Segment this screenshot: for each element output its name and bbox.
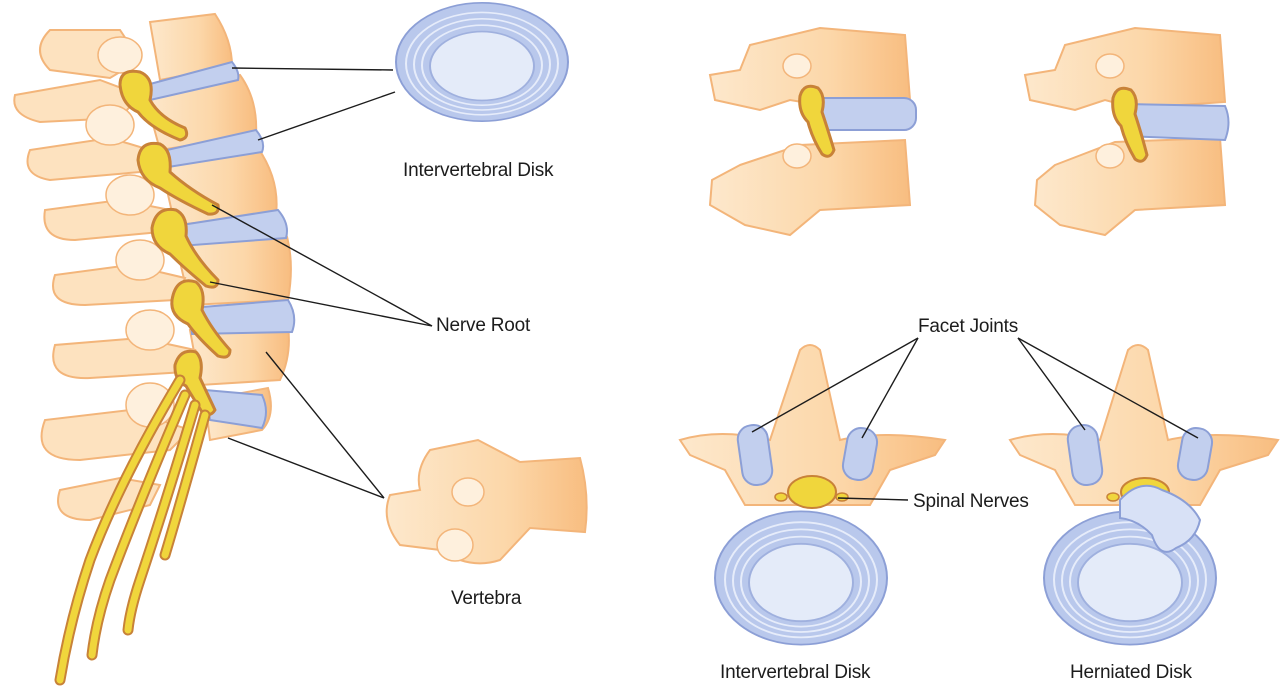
label-intervertebral-disk-bottom: Intervertebral Disk (720, 662, 870, 684)
vertebra-pair-herniated (1025, 28, 1229, 235)
label-facet-joints: Facet Joints (918, 316, 1018, 338)
spinal-column (14, 14, 294, 680)
label-spinal-nerves: Spinal Nerves (913, 491, 1029, 513)
intervertebral-disk-top-figure (396, 3, 568, 121)
label-intervertebral-disk-top: Intervertebral Disk (403, 160, 553, 182)
label-nerve-root: Nerve Root (436, 315, 530, 337)
vertebra-pair-healthy (710, 28, 916, 235)
single-vertebra-figure (387, 440, 587, 563)
axial-vertebra-herniated (1010, 345, 1278, 645)
axial-vertebra-healthy (680, 345, 945, 645)
label-herniated-disk: Herniated Disk (1070, 662, 1192, 684)
label-vertebra: Vertebra (451, 588, 521, 610)
